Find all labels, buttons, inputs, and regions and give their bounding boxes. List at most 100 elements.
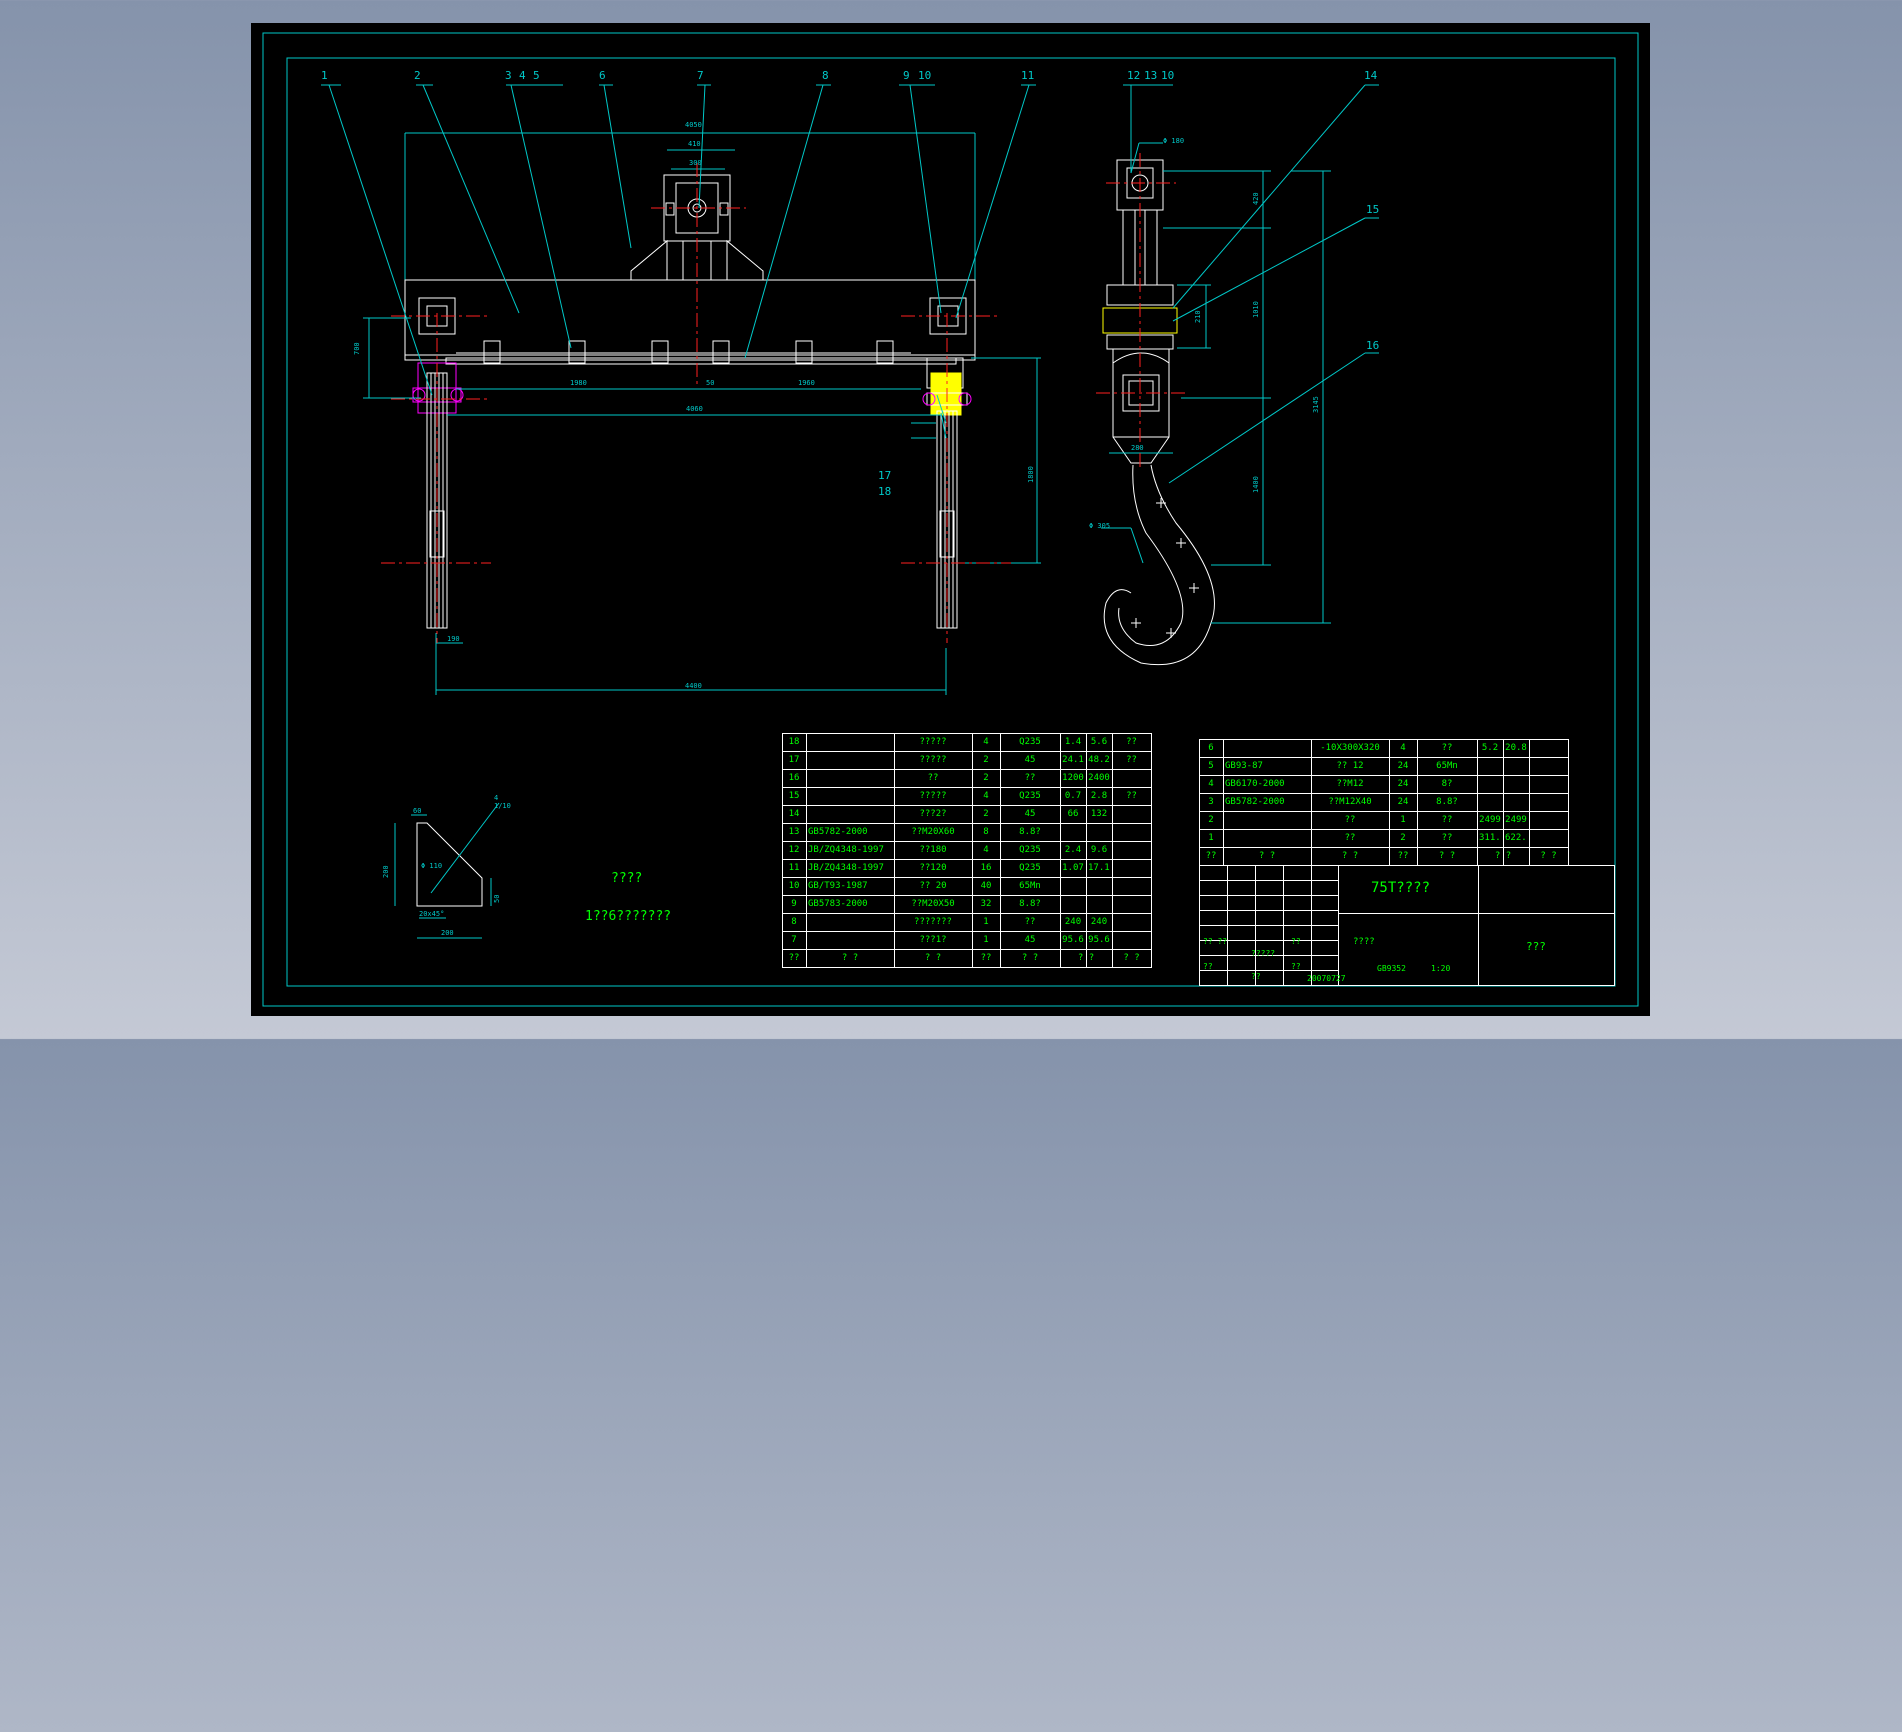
- bom_right-cell: 20.8: [1505, 743, 1527, 753]
- bom_right-cell: GB5782-2000: [1225, 797, 1285, 807]
- part-balloon-8: 8: [822, 69, 829, 82]
- detail-dim-d_cham: 20x45°: [419, 910, 445, 918]
- drawing-scale: 1:20: [1431, 964, 1451, 973]
- bom_left-cell: 4: [983, 791, 989, 801]
- bom_left-cell: 2.4: [1064, 845, 1082, 855]
- bom_left-cell: 2400: [1088, 773, 1110, 783]
- bom_left-cell: ??M20X60: [911, 827, 955, 837]
- bom_right-cell: 2499: [1505, 815, 1527, 825]
- bom_right-cell: ??M12X40: [1328, 797, 1372, 807]
- dim-d_leg: 1800: [1027, 466, 1035, 483]
- title-block-middle: [1339, 865, 1479, 986]
- bom_left-cell: 12: [788, 845, 800, 855]
- bom_left-cell: ?? 20: [919, 881, 947, 891]
- dim-d_left: 1980: [570, 379, 587, 387]
- bom_left-cell: Q235: [1019, 863, 1041, 873]
- detail-dim-d_side: 200: [382, 865, 390, 878]
- bom_right-grid: [1199, 739, 1569, 866]
- bom_right-cell: ??: [1441, 743, 1453, 753]
- bom_left-cell: 1: [983, 935, 989, 945]
- dim-d_total: 4400: [685, 682, 702, 690]
- bom_left-cell: ?????: [919, 737, 947, 747]
- bom_left-cell: 48.2: [1088, 755, 1110, 765]
- bom_left-header-cell: ??: [980, 953, 992, 963]
- bom_left-cell: 7: [791, 935, 797, 945]
- title-block-row-label: ??: [1203, 962, 1213, 971]
- dim-d_span: 4060: [686, 405, 703, 413]
- bom_left-cell: 8.8?: [1019, 899, 1041, 909]
- bom_left-cell: GB/T93-1987: [808, 881, 868, 891]
- bom_right-cell: 24: [1397, 761, 1409, 771]
- bom_right-cell: 311.4: [1479, 833, 1501, 843]
- part-balloon-5: 5: [533, 69, 540, 82]
- bom_left-cell: ??: [1024, 917, 1036, 927]
- bom_right-cell: GB93-87: [1225, 761, 1263, 771]
- bom_right-header-cell: ??: [1205, 851, 1217, 861]
- bom_right-cell: ??M12: [1336, 779, 1364, 789]
- bom_left-cell: JB/ZQ4348-1997: [808, 863, 884, 873]
- bom_left-cell: 4: [983, 737, 989, 747]
- bom_left-cell: 1.4: [1064, 737, 1082, 747]
- detail-dim-d_thk: 4: [494, 794, 499, 802]
- dim-d_pin: 300: [689, 159, 702, 167]
- title-block-row-label: ??: [1291, 962, 1301, 971]
- hook-dim-d_f: 3145: [1312, 396, 1320, 413]
- part-balloon-17: 17: [878, 469, 892, 482]
- part-balloon-11: 11: [1021, 69, 1035, 82]
- bom_left-cell: 10: [788, 881, 800, 891]
- bom_right-cell: 8?: [1441, 779, 1453, 789]
- bom_left-cell: 2.8: [1090, 791, 1108, 801]
- hook-balloon-15: 15: [1366, 203, 1380, 216]
- part-balloon-7: 7: [697, 69, 704, 82]
- bom_left-cell: 8: [791, 917, 797, 927]
- hook-balloon-16: 16: [1366, 339, 1380, 352]
- dim-d_ear: 410: [688, 140, 701, 148]
- bom_left-cell: 18: [788, 737, 800, 747]
- title-block-row-label: ?? ??: [1203, 937, 1228, 946]
- drawing-date: 20070727: [1307, 974, 1346, 983]
- bom_left-cell: 15: [788, 791, 800, 801]
- part-balloon-10: 10: [918, 69, 932, 82]
- title-block-grid: [1199, 865, 1339, 986]
- hook-side-view: [1096, 84, 1379, 666]
- dim-d_h: 700: [353, 342, 361, 355]
- bom_left-cell: 9.6: [1090, 845, 1108, 855]
- bom_right-cell: ??: [1441, 815, 1453, 825]
- hook-dim-d_e: 1400: [1252, 476, 1260, 493]
- bom_left-cell: 5.6: [1090, 737, 1108, 747]
- bom_left-cell: 2: [983, 755, 989, 765]
- bom_right-cell: ?? 12: [1336, 761, 1364, 771]
- scale-label: ????: [1353, 937, 1375, 947]
- bom_left-cell: Q235: [1019, 845, 1041, 855]
- bom_left-cell: 1.07: [1062, 863, 1084, 873]
- bom_right-cell: 4: [1400, 743, 1406, 753]
- hook-balloon-14: 14: [1364, 69, 1378, 82]
- drawing-canvas: [262, 32, 1639, 1007]
- bom_left-cell: ?????: [919, 755, 947, 765]
- bom_left-cell: 66: [1067, 809, 1079, 819]
- bom_left-cell: ??: [1126, 737, 1137, 747]
- dim-d_mid: 50: [706, 379, 715, 387]
- bom_left-cell: ???????: [914, 917, 952, 927]
- bom_left-cell: 40: [980, 881, 992, 891]
- outer-frame: [262, 32, 1639, 1007]
- bom_left-cell: GB5783-2000: [808, 899, 868, 909]
- bom_left-cell: 45: [1024, 809, 1036, 819]
- bom_right-cell: ??: [1441, 833, 1453, 843]
- detail-dim-d_bot: 200: [441, 929, 454, 937]
- bom_left-cell: 14: [788, 809, 800, 819]
- bom_right-cell: 65Mn: [1436, 761, 1458, 771]
- bom_left-cell: ??: [1024, 773, 1036, 783]
- company-name: ???: [1526, 940, 1546, 953]
- bom_left-grid: [782, 733, 1152, 968]
- hook-balloon-13: 13: [1144, 69, 1158, 82]
- hook-balloon-10: 10: [1161, 69, 1175, 82]
- bom_left-cell: 240: [1064, 917, 1082, 927]
- bom_left-cell: ??: [1126, 755, 1137, 765]
- bom_left-cell: 17: [788, 755, 800, 765]
- bom_left-cell: Q235: [1019, 737, 1041, 747]
- bom_left-header-cell: ??: [788, 953, 800, 963]
- bom_right-cell: 3: [1208, 797, 1214, 807]
- bom_left-cell: 16: [788, 773, 800, 783]
